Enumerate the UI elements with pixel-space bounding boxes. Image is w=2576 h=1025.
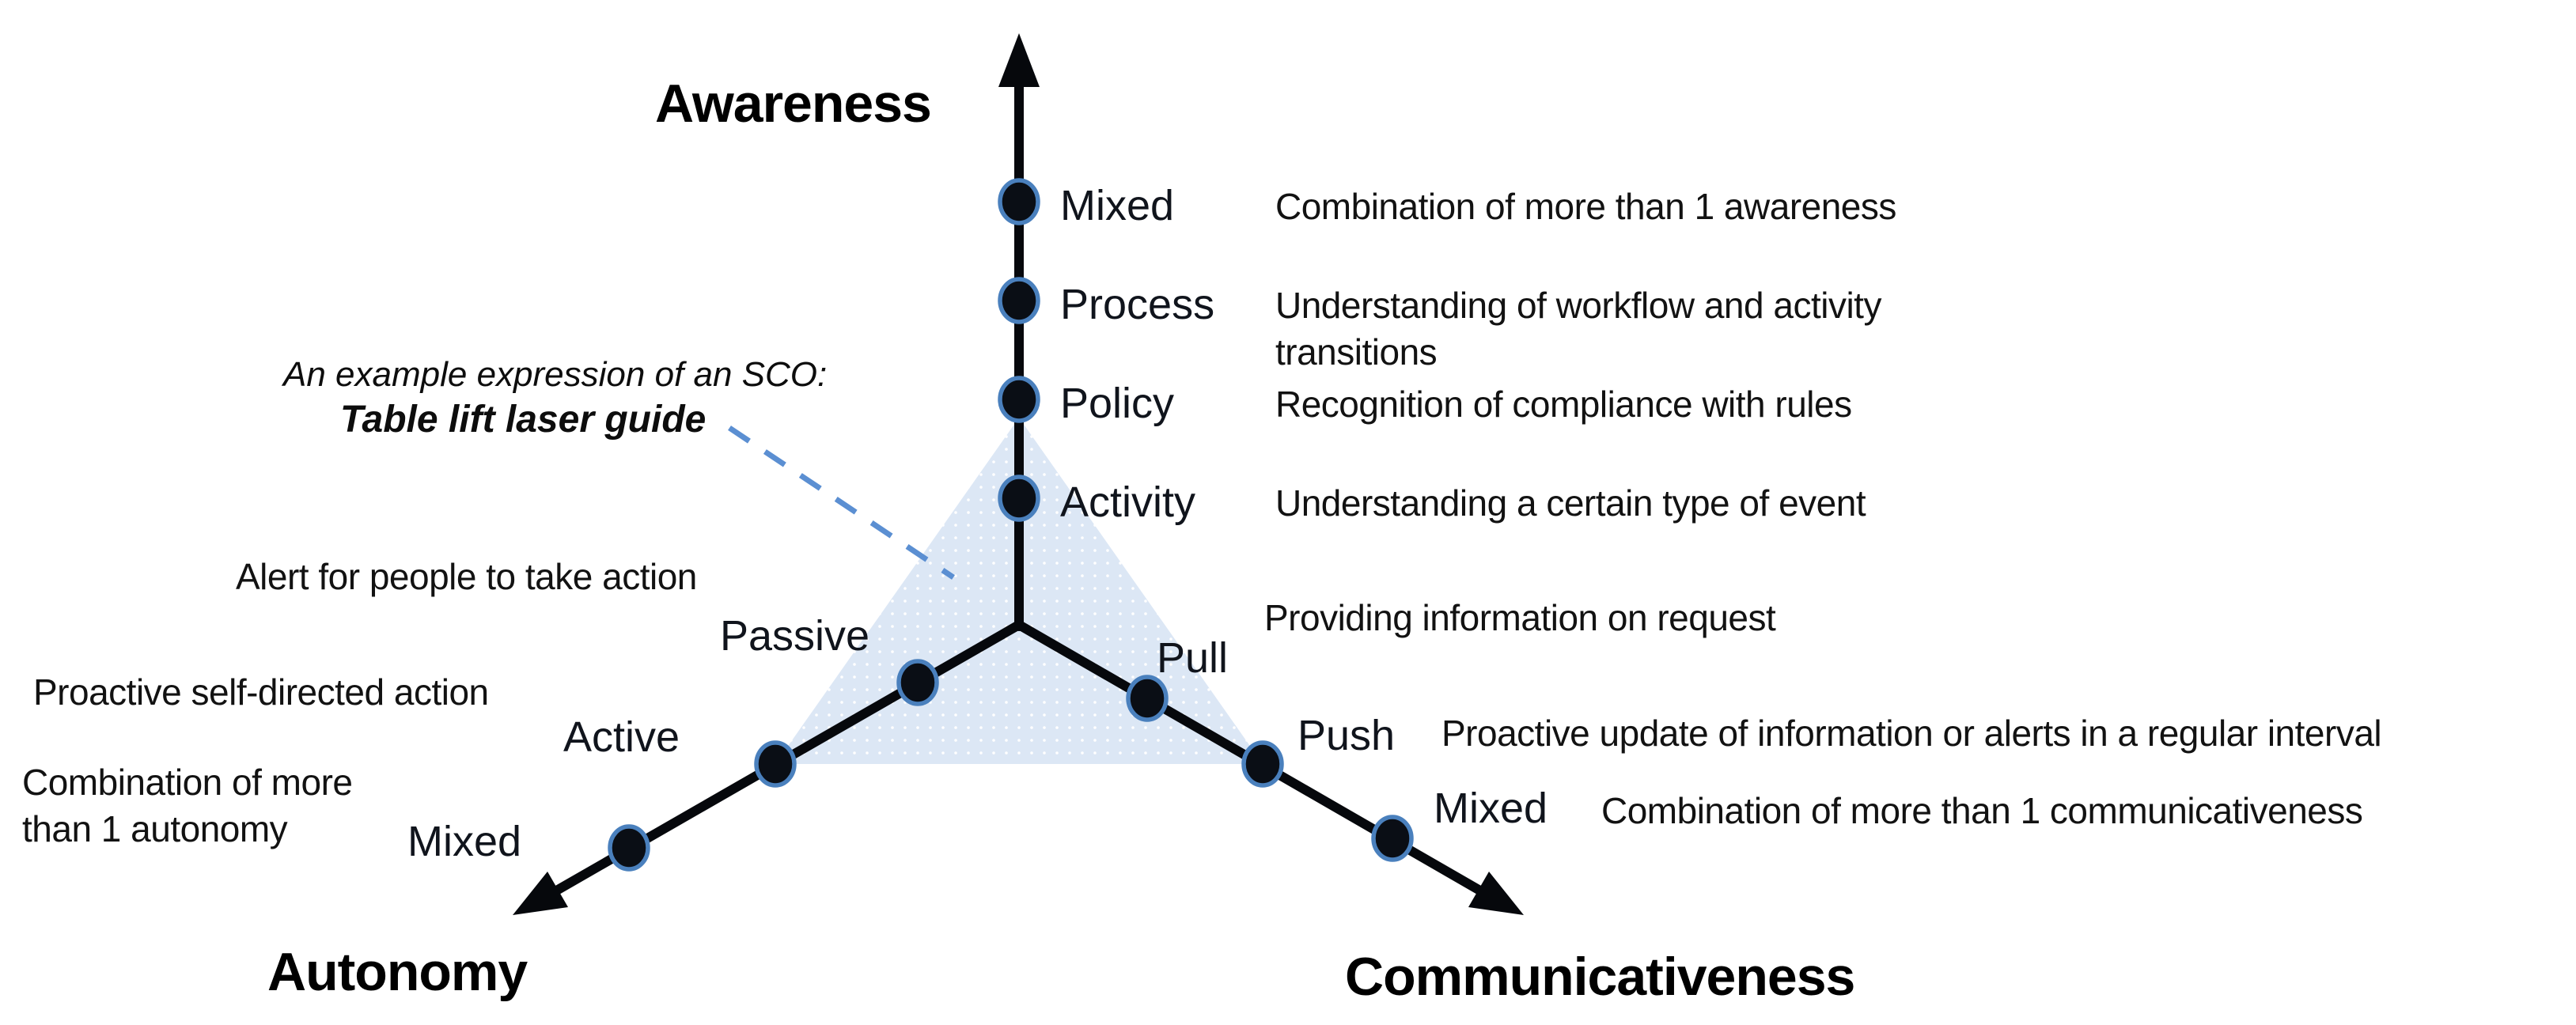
awareness-label-policy: Policy (1060, 380, 1175, 427)
annotation-dashed-connector (728, 426, 955, 580)
awareness-label-process: Process (1060, 281, 1215, 328)
awareness-label-mixed: Mixed (1060, 182, 1175, 229)
awareness-axis-title: Awareness (655, 74, 932, 134)
communicativeness-dot-pull (1126, 675, 1169, 722)
autonomy-arrowhead-icon (513, 872, 568, 915)
autonomy-axis-title: Autonomy (267, 942, 528, 1002)
autonomy-label-active: Active (563, 713, 680, 761)
awareness-desc-mixed: Combination of more than 1 awareness (1275, 186, 1896, 227)
communicativeness-label-push: Push (1297, 712, 1396, 759)
autonomy-label-passive: Passive (720, 612, 870, 660)
autonomy-desc-mixed: Combination of more than 1 autonomy (22, 762, 353, 849)
annotation-example-name: Table lift laser guide (340, 399, 707, 441)
communicativeness-label-pull: Pull (1157, 634, 1229, 682)
awareness-label-activity: Activity (1060, 478, 1196, 526)
autonomy-desc-active: Proactive self-directed action (33, 671, 489, 713)
communicativeness-dot-push (1241, 740, 1284, 788)
annotation-example-line: An example expression of an SCO: (283, 355, 828, 394)
awareness-dot-mixed (998, 178, 1040, 225)
communicativeness-desc-push: Proactive update of information or alert… (1441, 713, 2382, 754)
awareness-dot-policy (998, 376, 1040, 423)
communicativeness-label-mixed: Mixed (1434, 785, 1548, 832)
communicativeness-arrowhead-icon (1468, 872, 1524, 915)
communicativeness-dot-mixed (1371, 815, 1414, 862)
communicativeness-desc-mixed: Combination of more than 1 communicative… (1601, 790, 2363, 831)
autonomy-desc-passive: Alert for people to take action (236, 556, 697, 597)
autonomy-label-mixed: Mixed (407, 818, 522, 865)
awareness-arrowhead-icon (998, 33, 1040, 87)
autonomy-dot-active (754, 740, 797, 788)
awareness-dot-process (998, 277, 1040, 324)
autonomy-dot-mixed (608, 824, 650, 872)
awareness-desc-activity: Understanding a certain type of event (1275, 482, 1866, 524)
awareness-desc-policy: Recognition of compliance with rules (1275, 384, 1852, 425)
awareness-desc-process: Understanding of workflow and activity t… (1275, 285, 1881, 373)
awareness-dot-activity (998, 475, 1040, 522)
communicativeness-desc-pull: Providing information on request (1264, 597, 1776, 638)
autonomy-dot-passive (896, 659, 939, 706)
communicativeness-axis-title: Communicativeness (1345, 947, 1855, 1007)
